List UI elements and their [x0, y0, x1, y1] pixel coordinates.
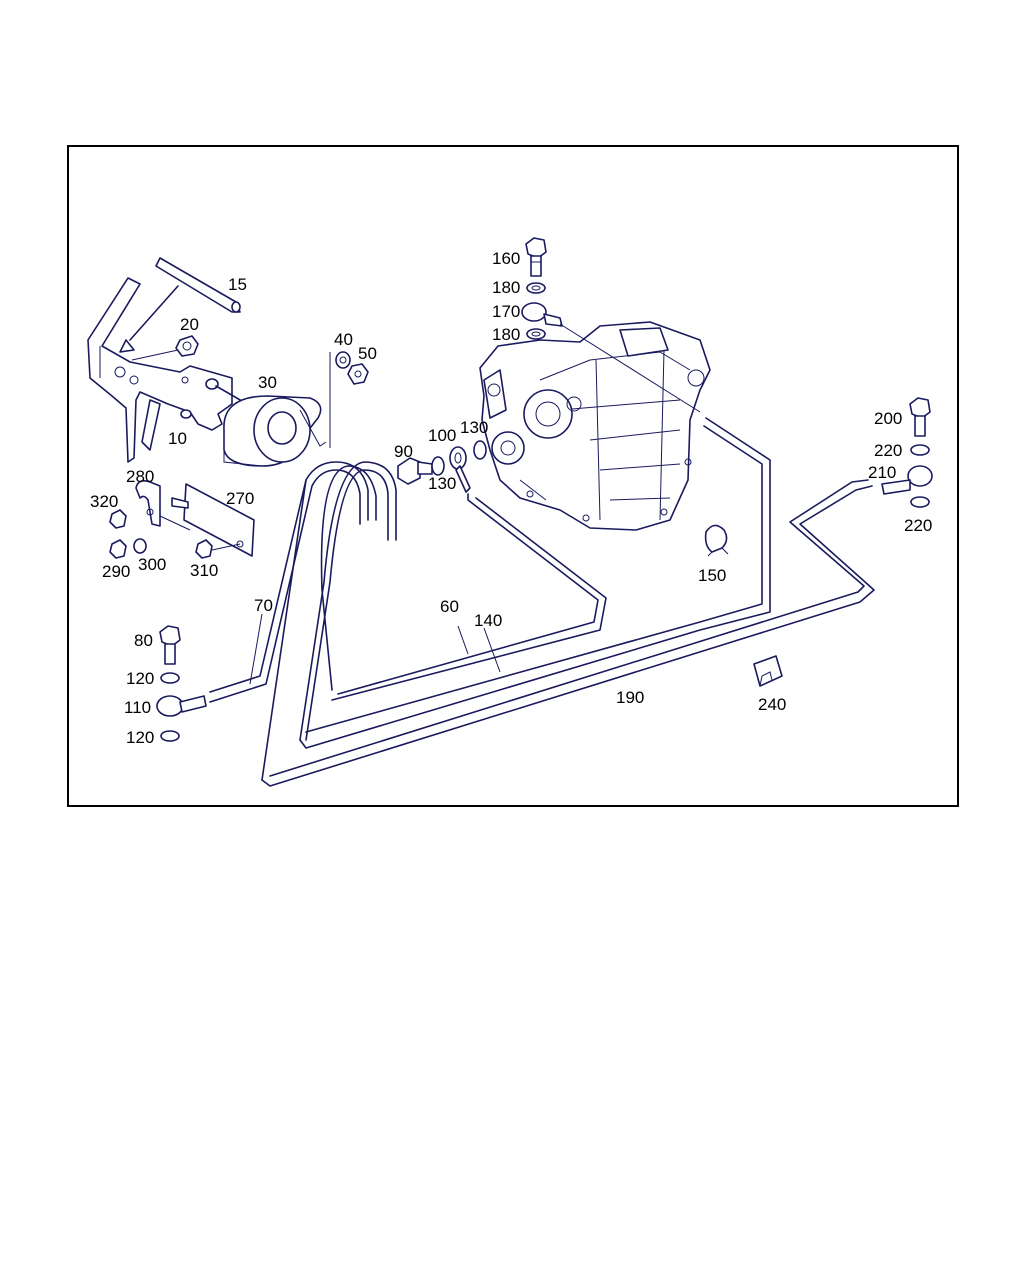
washer-130: [473, 440, 487, 460]
label-290: 290: [102, 562, 130, 581]
diagram-frame: [67, 145, 959, 807]
label-310: 310: [190, 561, 218, 580]
washer-100: [431, 456, 445, 476]
label-160: 160: [492, 249, 520, 268]
line-70: [209, 461, 369, 703]
label-130-top: 130: [460, 418, 488, 437]
label-70: 70: [254, 596, 273, 615]
transfer-case: [479, 321, 711, 531]
banjo-fitting-210: [881, 465, 933, 495]
rubber-mount-30: [223, 395, 327, 467]
line-60: [320, 465, 607, 701]
label-150: 150: [698, 566, 726, 585]
washer-180-top: [526, 282, 546, 294]
label-120-top: 120: [126, 669, 154, 688]
banjo-bolt-200: [909, 397, 931, 437]
label-320: 320: [90, 492, 118, 511]
label-220-top: 220: [874, 441, 902, 460]
label-180-top: 180: [492, 278, 520, 297]
nut-20: [131, 335, 199, 361]
line-190: [261, 479, 875, 787]
label-100: 100: [428, 426, 456, 445]
clamp-280: [135, 480, 191, 531]
holder-240: [753, 655, 783, 687]
label-120-bottom: 120: [126, 728, 154, 747]
label-10: 10: [168, 429, 187, 448]
label-220-bottom: 220: [904, 516, 932, 535]
label-300: 300: [138, 555, 166, 574]
part-labels: 15 20 10 30 40 50 160 180 170 180 90 100…: [90, 249, 932, 747]
nut-320: [109, 509, 127, 529]
washer-220-top: [910, 444, 930, 456]
bolt-90: [397, 457, 433, 485]
label-280: 280: [126, 467, 154, 486]
label-90: 90: [394, 442, 413, 461]
washer-120-bottom: [160, 730, 180, 742]
banjo-bolt-160: [525, 237, 547, 277]
washer-120-top: [160, 672, 180, 684]
label-200: 200: [874, 409, 902, 428]
banjo-bolt-80: [159, 625, 181, 665]
label-180-bottom: 180: [492, 325, 520, 344]
banjo-fitting-170: [521, 302, 563, 327]
label-170: 170: [492, 302, 520, 321]
nut-290: [109, 539, 127, 559]
label-50: 50: [358, 344, 377, 363]
rod-15: [155, 257, 241, 313]
label-130-bottom: 130: [428, 474, 456, 493]
label-110: 110: [124, 698, 151, 717]
nut-50: [347, 363, 369, 385]
clip-150: [704, 524, 729, 557]
label-60: 60: [440, 597, 459, 616]
label-190: 190: [616, 688, 644, 707]
nut-310: [195, 539, 241, 559]
label-20: 20: [180, 315, 199, 334]
label-210: 210: [868, 463, 896, 482]
washer-180-bottom: [526, 328, 546, 340]
washer-220-bottom: [910, 496, 930, 508]
banjo-fitting-110: [156, 695, 207, 717]
washer-300: [133, 538, 147, 554]
label-30: 30: [258, 373, 277, 392]
line-140: [299, 417, 771, 749]
leader-lines: [249, 613, 501, 685]
label-15: 15: [228, 275, 247, 294]
label-40: 40: [334, 330, 353, 349]
washer-40: [335, 351, 351, 369]
label-240: 240: [758, 695, 786, 714]
label-80: 80: [134, 631, 153, 650]
bracket-10: [87, 277, 233, 463]
label-140: 140: [474, 611, 502, 630]
label-270: 270: [226, 489, 254, 508]
fitting-130: [449, 446, 471, 493]
